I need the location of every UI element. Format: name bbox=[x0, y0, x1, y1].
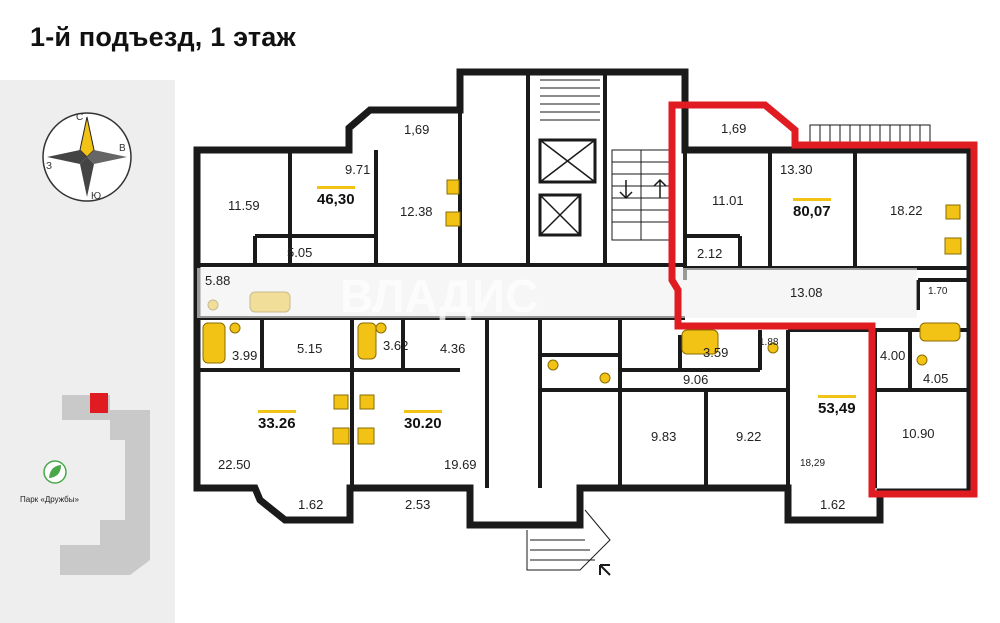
room-area: 4.05 bbox=[923, 371, 948, 386]
stove-icon bbox=[944, 237, 962, 255]
room-area: 2.12 bbox=[697, 246, 722, 261]
bathtub-icon bbox=[919, 322, 961, 342]
stove-icon bbox=[445, 211, 461, 227]
stove-icon bbox=[357, 427, 375, 445]
apartment-area[interactable]: 53,49 bbox=[818, 400, 856, 417]
room-area: 13.08 bbox=[790, 285, 823, 300]
room-area: 1.88 bbox=[759, 337, 779, 348]
toilet-icon bbox=[916, 354, 928, 366]
room-area: 1,69 bbox=[404, 122, 429, 137]
compass-south: Ю bbox=[91, 191, 101, 202]
room-area: 13.30 bbox=[780, 162, 813, 177]
room-area: 1.70 bbox=[928, 286, 948, 297]
site-map: Парк «Дружбы» bbox=[20, 393, 150, 575]
sink-icon bbox=[446, 179, 460, 195]
toilet-icon bbox=[547, 359, 559, 371]
elevator-shafts bbox=[538, 138, 597, 237]
room-area: 18.22 bbox=[890, 203, 923, 218]
entrance-stairs-icon bbox=[526, 509, 611, 576]
toilet-icon bbox=[229, 322, 241, 334]
room-area: 19.69 bbox=[444, 457, 477, 472]
sink-icon bbox=[945, 204, 961, 220]
current-entrance-marker bbox=[90, 393, 108, 413]
sink-icon bbox=[359, 394, 375, 410]
fixtures bbox=[202, 179, 962, 445]
balcony-rail bbox=[809, 124, 931, 144]
apartment-area[interactable]: 46,30 bbox=[317, 191, 355, 208]
room-area: 10.90 bbox=[902, 426, 935, 441]
apartment-area[interactable]: 33.26 bbox=[258, 415, 296, 432]
room-area: 1,69 bbox=[721, 121, 746, 136]
leaf-icon bbox=[43, 460, 67, 484]
compass-icon: С В Ю З bbox=[42, 112, 132, 202]
room-area: 5.88 bbox=[205, 273, 230, 288]
room-area: 11.01 bbox=[712, 193, 744, 208]
compass-east: В bbox=[119, 143, 126, 154]
compass-west: З bbox=[46, 161, 52, 172]
room-area: 5.15 bbox=[297, 341, 322, 356]
selected-apartment-outline bbox=[668, 101, 978, 498]
apartment-area[interactable]: 80,07 bbox=[793, 203, 831, 220]
toilet-icon bbox=[767, 342, 779, 354]
bathtub-icon bbox=[681, 329, 719, 355]
room-area: 22.50 bbox=[218, 457, 251, 472]
apartment-markers bbox=[258, 186, 856, 413]
toilet-icon bbox=[375, 322, 387, 334]
room-area: 2.53 bbox=[405, 497, 430, 512]
bathtub-icon bbox=[357, 322, 377, 360]
room-area: 1.62 bbox=[820, 497, 845, 512]
room-area: 4.36 bbox=[440, 341, 465, 356]
room-area: 3.62 bbox=[383, 338, 408, 353]
park-label: Парк «Дружбы» bbox=[20, 495, 79, 504]
room-area: 3.99 bbox=[232, 348, 257, 363]
stove-icon bbox=[332, 427, 350, 445]
room-area: 1.62 bbox=[298, 497, 323, 512]
room-area: 5.05 bbox=[287, 245, 312, 260]
apartment-area[interactable]: 30.20 bbox=[404, 415, 442, 432]
room-area: 9.22 bbox=[736, 429, 761, 444]
room-area: 9.71 bbox=[345, 162, 370, 177]
page-title: 1-й подъезд, 1 этаж bbox=[30, 22, 296, 52]
toilet-icon bbox=[599, 372, 611, 384]
room-area: 18,29 bbox=[800, 458, 825, 469]
room-area: 9.83 bbox=[651, 429, 676, 444]
bathtub-icon bbox=[202, 322, 226, 364]
room-area: 12.38 bbox=[400, 204, 433, 219]
room-area: 3.59 bbox=[703, 345, 728, 360]
compass-north: С bbox=[76, 112, 83, 123]
sink-icon bbox=[333, 394, 349, 410]
watermark-text: ВЛАДИС bbox=[340, 270, 538, 322]
room-area: 9.06 bbox=[683, 372, 708, 387]
room-area: 11.59 bbox=[228, 198, 260, 213]
room-area: 4.00 bbox=[880, 348, 905, 363]
